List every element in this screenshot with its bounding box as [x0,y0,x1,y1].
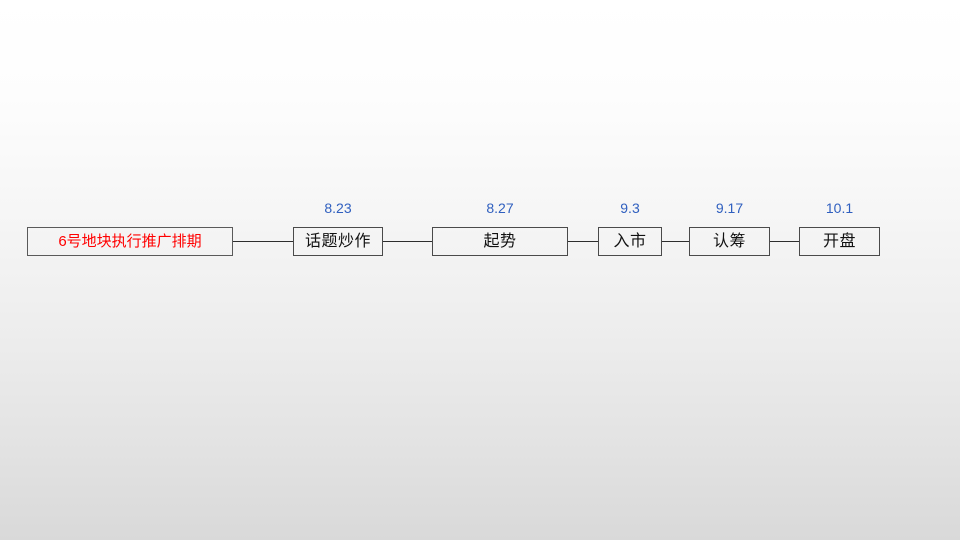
stage-4-label: 认筹 [712,232,746,250]
connector-stage-3-to-stage-4 [662,241,689,242]
stage-3-box[interactable]: 入市 [598,227,662,256]
stage-5-box[interactable]: 开盘 [799,227,880,256]
timeline-title-box[interactable]: 6号地块执行推广排期 [27,227,233,256]
connector-stage-1-to-stage-2 [383,241,432,242]
stage-3-date: 9.3 [620,200,640,216]
connector-stage-4-to-stage-5 [770,241,799,242]
timeline-title-label: 6号地块执行推广排期 [58,233,202,250]
connector-stage-2-to-stage-3 [568,241,598,242]
stage-2-date: 8.27 [486,200,514,216]
stage-1-box[interactable]: 话题炒作 [293,227,383,256]
stage-5-label: 开盘 [822,232,856,250]
stage-2-box[interactable]: 起势 [432,227,568,256]
stage-1-label: 话题炒作 [304,232,371,250]
stage-4-date: 9.17 [715,200,744,216]
stage-2-label: 起势 [483,232,517,250]
stage-1-date: 8.23 [324,200,352,216]
stage-5-date: 10.1 [825,200,854,216]
stage-3-label: 入市 [613,232,647,250]
stage-4-box[interactable]: 认筹 [689,227,770,256]
connector-title-to-stage-1 [233,241,293,242]
